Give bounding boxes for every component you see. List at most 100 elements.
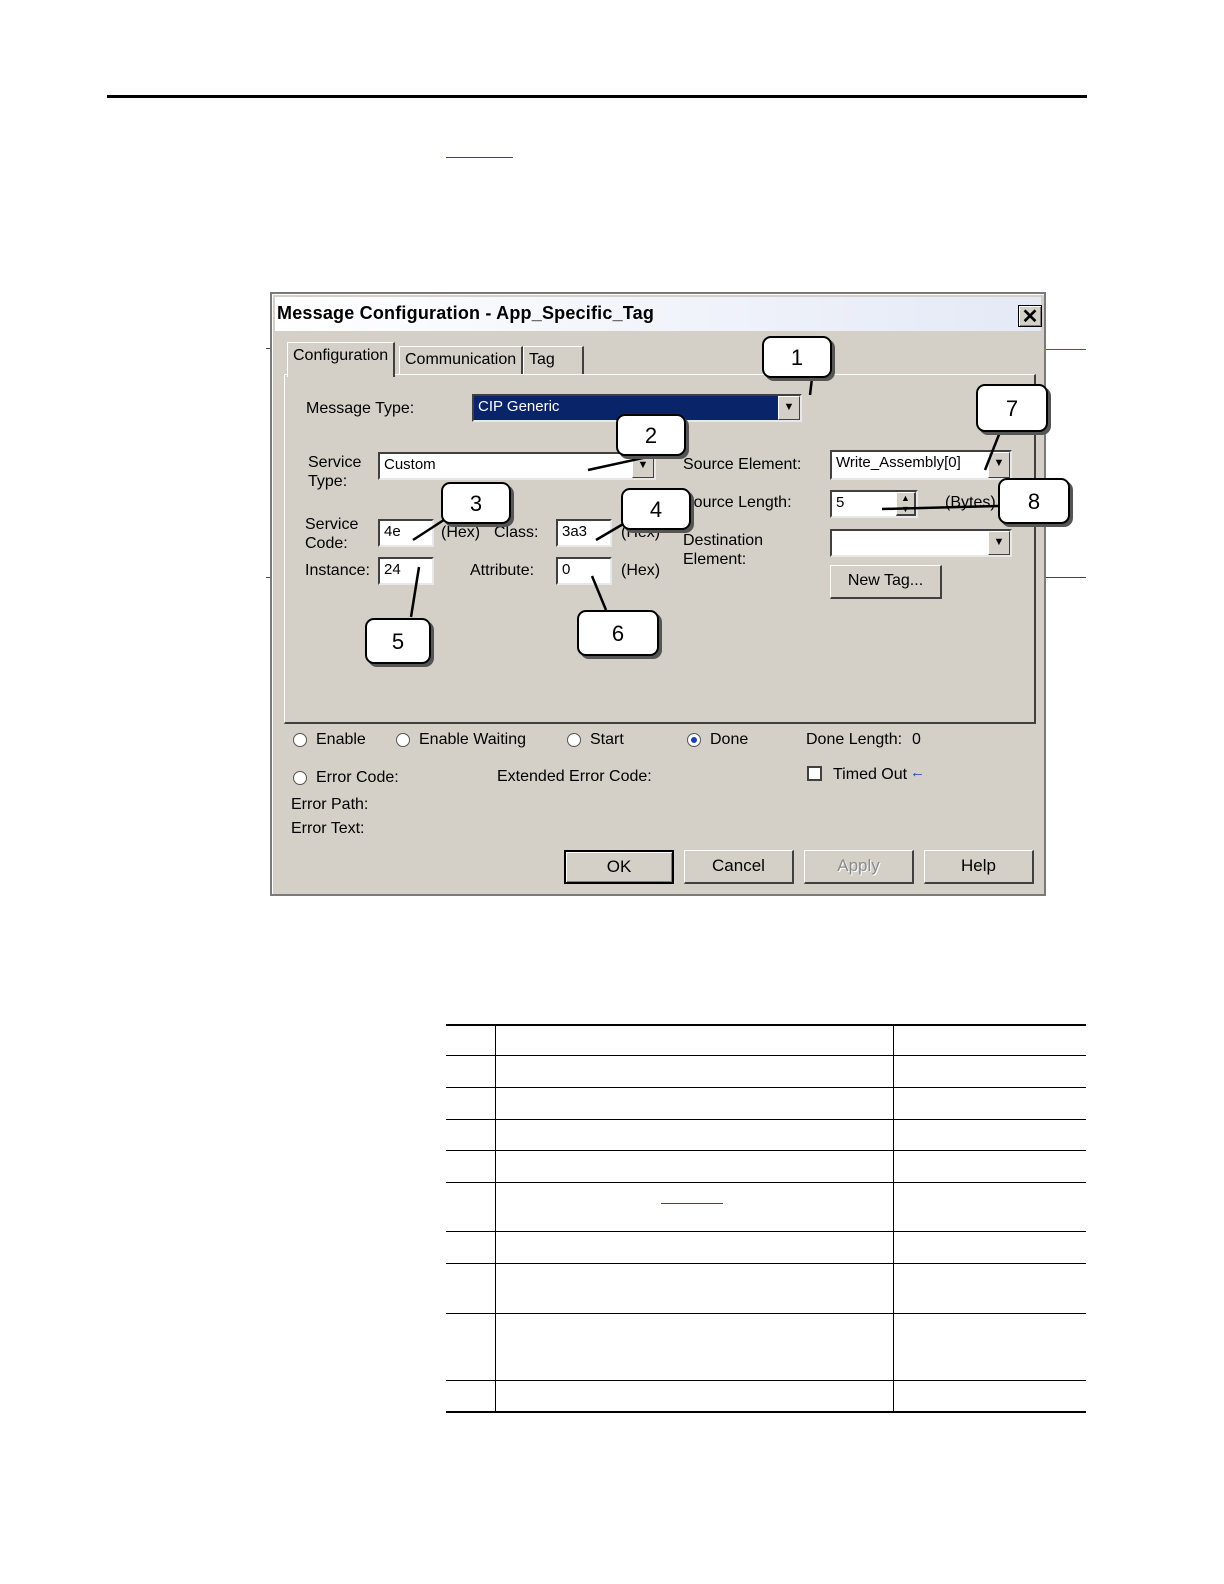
- class-input[interactable]: 3a3: [556, 519, 612, 547]
- timed-out-label: Timed Out: [833, 766, 908, 783]
- service-code-label-line1: Service: [305, 516, 359, 533]
- dialog-title: Message Configuration - App_Specific_Tag: [277, 303, 655, 323]
- service-type-select[interactable]: Custom: [378, 452, 656, 480]
- chevron-down-icon[interactable]: ▼: [988, 452, 1010, 478]
- callout-3: 3: [441, 482, 511, 524]
- callout-4: 4: [621, 488, 691, 530]
- tab-communication[interactable]: Communication: [399, 346, 524, 375]
- service-code-value: 4e: [384, 523, 401, 540]
- attribute-value: 0: [562, 561, 571, 578]
- close-button[interactable]: ✕: [1018, 305, 1042, 328]
- source-length-label: Source Length:: [683, 494, 792, 511]
- source-element-value: Write_Assembly[0]: [836, 454, 961, 471]
- attribute-input[interactable]: 0: [556, 557, 612, 585]
- title-bar[interactable]: Message Configuration - App_Specific_Tag…: [275, 297, 1042, 331]
- source-length-value: 5: [836, 494, 845, 511]
- instance-input[interactable]: 24: [378, 557, 434, 585]
- ok-button-label: OK: [606, 857, 632, 876]
- apply-button[interactable]: Apply: [804, 850, 914, 884]
- extended-error-code-label: Extended Error Code:: [497, 768, 652, 785]
- link-underline[interactable]: [446, 157, 513, 158]
- callout-7: 7: [976, 384, 1048, 432]
- source-element-label: Source Element:: [683, 456, 802, 473]
- service-code-label-line2: Code:: [305, 535, 348, 552]
- side-tick-left-bottom: [266, 577, 270, 578]
- service-type-value: Custom: [384, 456, 436, 473]
- start-radio: [567, 733, 581, 747]
- source-length-stepper[interactable]: ▲▼: [896, 492, 916, 516]
- table-row-divider: [446, 1263, 1086, 1264]
- error-text-label: Error Text:: [291, 820, 365, 837]
- timed-out-checkbox[interactable]: [807, 766, 822, 781]
- callout-5-number: 5: [391, 629, 405, 654]
- tab-tag[interactable]: Tag: [523, 346, 584, 375]
- instance-value: 24: [384, 561, 401, 578]
- error-path-label: Error Path:: [291, 796, 369, 813]
- start-label: Start: [590, 731, 624, 748]
- class-label: Class:: [494, 524, 539, 541]
- chevron-down-icon[interactable]: ▼: [988, 531, 1010, 555]
- configuration-panel: [284, 374, 1036, 724]
- table-bottom-rule: [446, 1411, 1086, 1413]
- close-icon: ✕: [1021, 306, 1039, 328]
- ok-button[interactable]: OK: [564, 850, 674, 884]
- side-tick-left-top: [266, 348, 270, 349]
- service-code-hex-label: (Hex): [441, 524, 481, 541]
- message-type-value: CIP Generic: [478, 398, 560, 415]
- tab-tag-label: Tag: [529, 351, 555, 368]
- callout-4-number: 4: [649, 497, 663, 522]
- destination-label-line1: Destination: [683, 532, 764, 549]
- attribute-label: Attribute:: [470, 562, 535, 579]
- table-link-underline[interactable]: [661, 1203, 723, 1204]
- table-row-divider: [446, 1231, 1086, 1232]
- error-code-radio: [293, 771, 307, 785]
- destination-element-select[interactable]: [830, 529, 1012, 557]
- table-row-divider: [446, 1380, 1086, 1381]
- callout-3-number: 3: [469, 491, 483, 516]
- cancel-button-label: Cancel: [712, 856, 765, 875]
- help-button-label: Help: [961, 856, 996, 875]
- attribute-hex-label: (Hex): [621, 562, 661, 579]
- callout-7-number: 7: [1005, 396, 1019, 421]
- tab-configuration-label: Configuration: [293, 347, 389, 364]
- chevron-down-icon[interactable]: ▼: [778, 396, 800, 420]
- new-tag-button[interactable]: New Tag...: [830, 565, 942, 599]
- cancel-button[interactable]: Cancel: [684, 850, 794, 884]
- bytes-label: (Bytes): [945, 494, 996, 511]
- service-type-label-line1: Service: [308, 454, 362, 471]
- new-tag-button-label: New Tag...: [847, 572, 924, 589]
- table-column-divider: [893, 1025, 894, 1412]
- chevron-down-icon[interactable]: ▼: [632, 454, 654, 478]
- callout-5: 5: [365, 618, 431, 664]
- message-type-label: Message Type:: [306, 400, 415, 417]
- side-rule-right-bottom: [1046, 577, 1086, 578]
- top-rule: [107, 95, 1087, 98]
- help-button[interactable]: Help: [924, 850, 1034, 884]
- tab-configuration[interactable]: Configuration: [287, 342, 396, 377]
- enable-radio: [293, 733, 307, 747]
- table-row-divider: [446, 1087, 1086, 1088]
- callout-2: 2: [616, 414, 686, 456]
- callout-6: 6: [577, 610, 659, 656]
- class-value: 3a3: [562, 523, 588, 540]
- error-code-label: Error Code:: [316, 769, 399, 786]
- message-configuration-dialog: Message Configuration - App_Specific_Tag…: [270, 292, 1046, 896]
- callout-8-number: 8: [1027, 489, 1041, 514]
- service-code-input[interactable]: 4e: [378, 519, 434, 547]
- table-column-divider: [495, 1025, 496, 1412]
- callout-2-number: 2: [644, 423, 658, 448]
- table-row-divider: [446, 1182, 1086, 1183]
- destination-label-line2: Element:: [683, 551, 747, 568]
- enable-waiting-label: Enable Waiting: [419, 731, 527, 748]
- callout-6-number: 6: [611, 621, 625, 646]
- done-length-label: Done Length:: [806, 731, 903, 748]
- side-rule-right-top: [1046, 349, 1086, 350]
- table-row-divider: [446, 1313, 1086, 1314]
- instance-label: Instance:: [305, 562, 370, 579]
- apply-button-label: Apply: [837, 856, 880, 875]
- service-type-label-line2: Type:: [308, 473, 348, 490]
- callout-1-number: 1: [790, 345, 804, 370]
- callout-8: 8: [998, 478, 1070, 524]
- source-element-select[interactable]: Write_Assembly[0]: [830, 450, 1012, 480]
- arrow-left-icon: ←: [910, 764, 925, 781]
